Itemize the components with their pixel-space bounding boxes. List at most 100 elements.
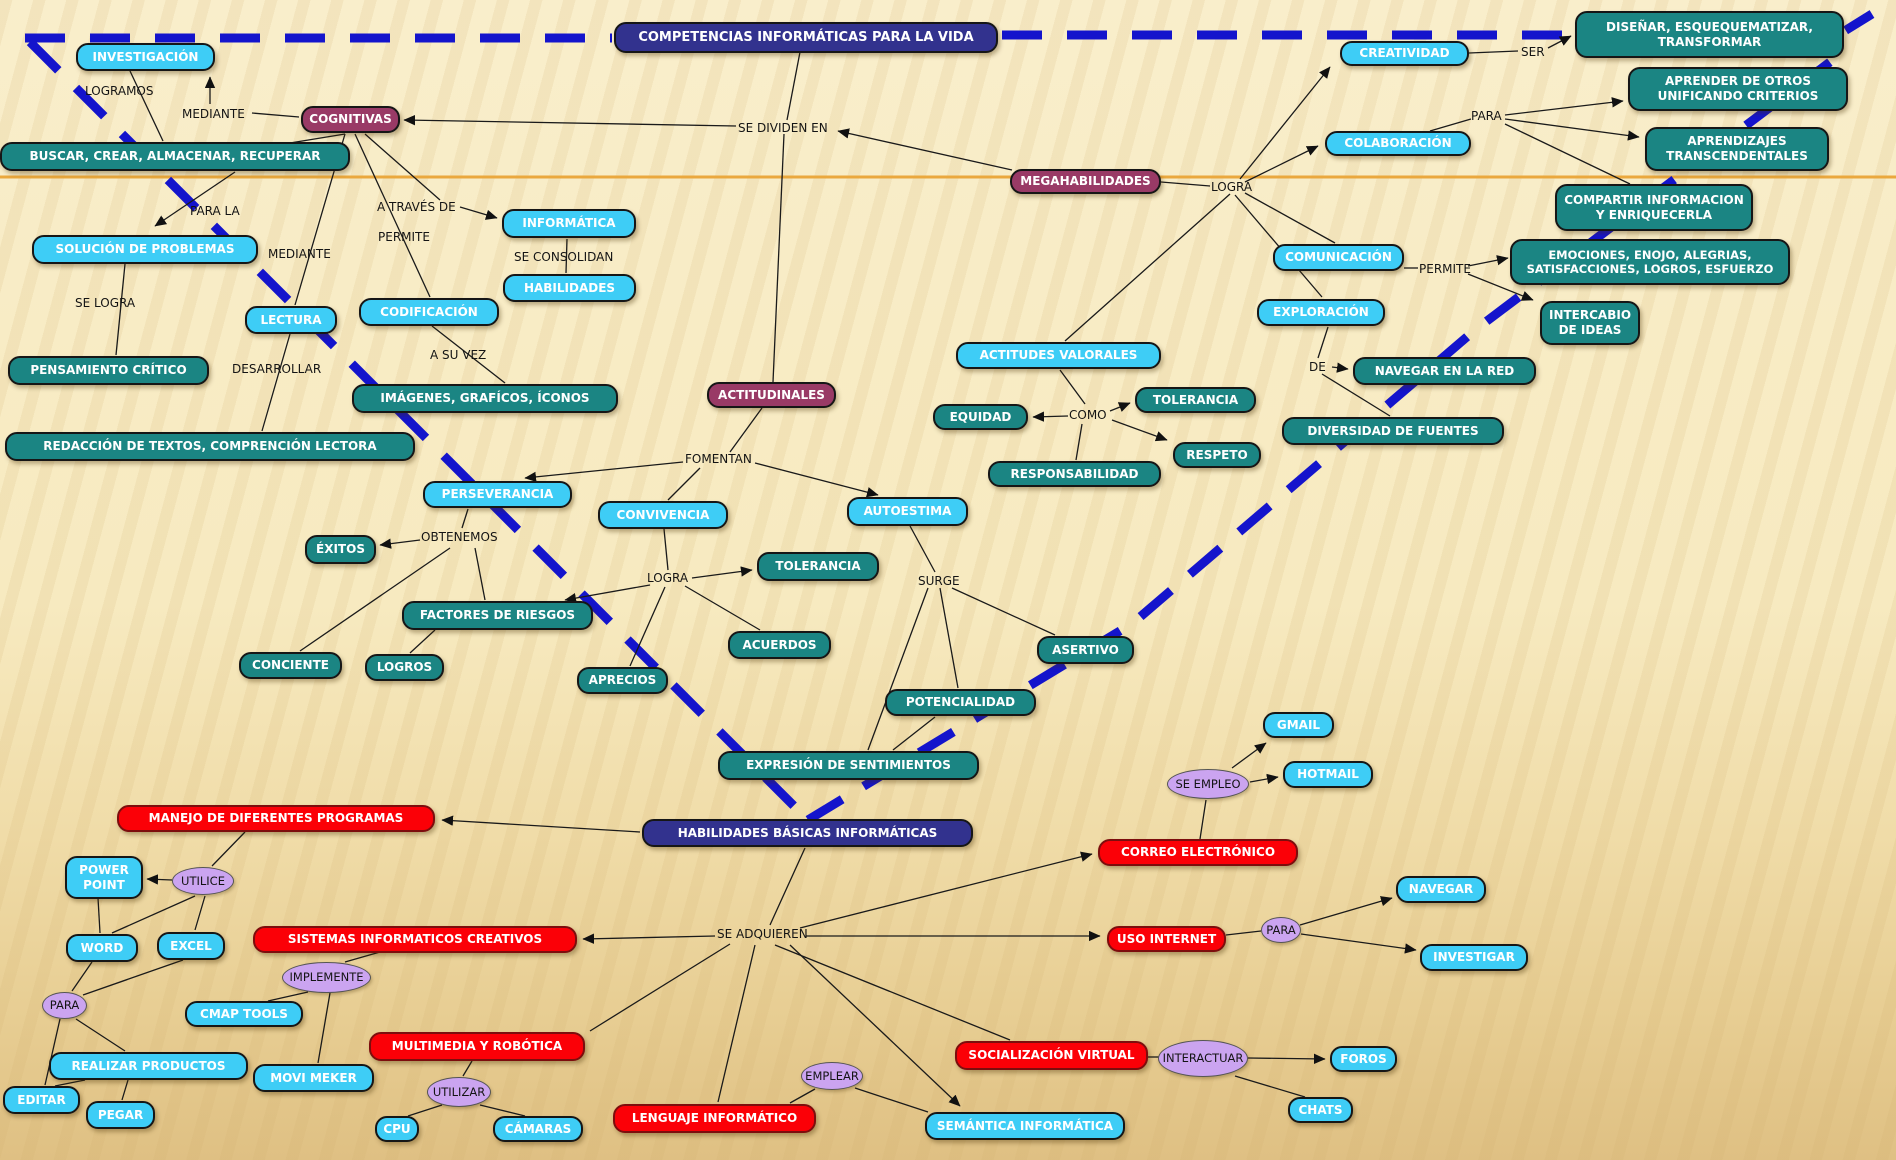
node-word[interactable]: WORD bbox=[66, 934, 138, 962]
node-multimedia-robotica[interactable]: MULTIMEDIA Y ROBÓTICA bbox=[369, 1032, 585, 1061]
node-intercabio-ideas[interactable]: INTERCABIO DE IDEAS bbox=[1540, 301, 1640, 345]
link-label-fomentan: FOMENTAN bbox=[685, 452, 752, 466]
node-acuerdos[interactable]: ACUERDOS bbox=[728, 631, 831, 659]
node-cpu[interactable]: CPU bbox=[375, 1116, 419, 1142]
node-megahabilidades[interactable]: MEGAHABILIDADES bbox=[1010, 169, 1161, 194]
node-redaccion-textos[interactable]: REDACCIÓN DE TEXTOS, COMPRENCIÓN LECTORA bbox=[5, 432, 415, 461]
node-excel[interactable]: EXCEL bbox=[157, 932, 225, 960]
node-navegar[interactable]: NAVEGAR bbox=[1396, 876, 1486, 903]
link-node-implemente[interactable]: IMPLEMENTE bbox=[282, 962, 371, 993]
node-tolerancia-centro[interactable]: TOLERANCIA bbox=[757, 552, 879, 581]
node-manejo-programas[interactable]: MANEJO DE DIFERENTES PROGRAMAS bbox=[117, 805, 435, 832]
link-label-obtenemos: OBTENEMOS bbox=[421, 530, 498, 544]
node-compartir-informacion[interactable]: COMPARTIR INFORMACION Y ENRIQUECERLA bbox=[1555, 184, 1753, 231]
node-informatica[interactable]: INFORMÁTICA bbox=[502, 209, 636, 238]
node-aprecios[interactable]: APRECIOS bbox=[577, 667, 668, 694]
node-aprendizajes[interactable]: APRENDIZAJES TRANSCENDENTALES bbox=[1645, 127, 1829, 171]
node-cmap-tools[interactable]: CMAP TOOLS bbox=[185, 1001, 303, 1027]
node-uso-internet[interactable]: USO INTERNET bbox=[1107, 926, 1226, 952]
node-title[interactable]: COMPETENCIAS INFORMÁTICAS PARA LA VIDA bbox=[614, 22, 998, 53]
link-label-de: DE bbox=[1309, 360, 1326, 374]
link-node-emplear[interactable]: EMPLEAR bbox=[801, 1062, 863, 1090]
link-label-como: COMO bbox=[1069, 408, 1107, 422]
link-label-surge: SURGE bbox=[918, 574, 960, 588]
node-perseverancia[interactable]: PERSEVERANCIA bbox=[423, 481, 572, 508]
node-colaboracion[interactable]: COLABORACIÓN bbox=[1325, 131, 1471, 156]
link-node-para-der[interactable]: PARA bbox=[1261, 917, 1301, 943]
node-movi-meker[interactable]: MOVI MEKER bbox=[253, 1064, 374, 1092]
link-label-a-traves-de: A TRAVÉS DE bbox=[377, 200, 456, 214]
node-expresion-sentimientos[interactable]: EXPRESIÓN DE SENTIMIENTOS bbox=[718, 751, 979, 780]
link-label-para-sup-der: PARA bbox=[1471, 109, 1502, 123]
node-foros[interactable]: FOROS bbox=[1330, 1046, 1397, 1072]
link-label-logra-centro: LOGRA bbox=[647, 571, 689, 585]
node-actitudes-valorales[interactable]: ACTITUDES VALORALES bbox=[956, 342, 1161, 369]
link-node-interactuar[interactable]: INTERACTUAR bbox=[1158, 1040, 1248, 1077]
link-label-se-logra: SE LOGRA bbox=[75, 296, 136, 310]
node-imagenes-graficos[interactable]: IMÁGENES, GRAFÍCOS, ÍCONOS bbox=[352, 384, 618, 413]
node-creatividad[interactable]: CREATIVIDAD bbox=[1340, 41, 1469, 66]
node-aprender-otros[interactable]: APRENDER DE OTROS UNIFICANDO CRITERIOS bbox=[1628, 67, 1848, 111]
node-conciente[interactable]: CONCIENTE bbox=[239, 652, 342, 679]
node-editar[interactable]: EDITAR bbox=[3, 1086, 80, 1114]
node-diversidad-fuentes[interactable]: DIVERSIDAD DE FUENTES bbox=[1282, 417, 1504, 445]
node-actitudinales[interactable]: ACTITUDINALES bbox=[707, 382, 836, 408]
node-asertivo[interactable]: ASERTIVO bbox=[1037, 636, 1134, 664]
node-lectura[interactable]: LECTURA bbox=[245, 306, 337, 334]
node-logros[interactable]: LOGROS bbox=[365, 654, 444, 681]
node-investigar[interactable]: INVESTIGAR bbox=[1420, 944, 1528, 971]
node-lenguaje-informatico[interactable]: LENGUAJE INFORMÁTICO bbox=[613, 1104, 816, 1133]
node-emociones[interactable]: EMOCIONES, ENOJO, ALEGRIAS, SATISFACCION… bbox=[1510, 239, 1790, 285]
node-powerpoint[interactable]: POWER POINT bbox=[65, 856, 143, 899]
node-gmail[interactable]: GMAIL bbox=[1263, 712, 1334, 738]
node-socializacion-virtual[interactable]: SOCIALIZACIÓN VIRTUAL bbox=[955, 1041, 1148, 1070]
node-camaras[interactable]: CÁMARAS bbox=[493, 1116, 583, 1142]
node-cognitivas[interactable]: COGNITIVAS bbox=[301, 106, 400, 133]
node-responsabilidad[interactable]: RESPONSABILIDAD bbox=[988, 461, 1161, 487]
node-habilidades[interactable]: HABILIDADES bbox=[503, 274, 636, 302]
node-autoestima[interactable]: AUTOESTIMA bbox=[847, 497, 968, 526]
node-habilidades-basicas[interactable]: HABILIDADES BÁSICAS INFORMÁTICAS bbox=[642, 819, 973, 847]
node-equidad[interactable]: EQUIDAD bbox=[933, 404, 1028, 430]
link-label-se-consolidan: SE CONSOLIDAN bbox=[514, 250, 614, 264]
link-label-desarrollar: DESARROLLAR bbox=[232, 362, 322, 376]
node-convivencia[interactable]: CONVIVENCIA bbox=[598, 501, 728, 529]
node-correo-electronico[interactable]: CORREO ELECTRÓNICO bbox=[1098, 839, 1298, 866]
link-label-se-dividen-en: SE DIVIDEN EN bbox=[738, 121, 828, 135]
node-navegar-red[interactable]: NAVEGAR EN LA RED bbox=[1353, 357, 1536, 385]
node-sistemas-creativos[interactable]: SISTEMAS INFORMATICOS CREATIVOS bbox=[253, 926, 577, 953]
node-respeto[interactable]: RESPETO bbox=[1173, 442, 1261, 468]
node-potencialidad[interactable]: POTENCIALIDAD bbox=[885, 689, 1036, 716]
link-node-utilizar[interactable]: UTILIZAR bbox=[427, 1077, 491, 1107]
node-buscar-crear[interactable]: BUSCAR, CREAR, ALMACENAR, RECUPERAR bbox=[0, 142, 350, 171]
node-investigacion[interactable]: INVESTIGACIÓN bbox=[76, 43, 215, 71]
node-hotmail[interactable]: HOTMAIL bbox=[1283, 761, 1373, 788]
node-pegar[interactable]: PEGAR bbox=[86, 1101, 155, 1129]
link-label-a-su-vez: A SU VEZ bbox=[430, 348, 487, 362]
node-codificacion[interactable]: CODIFICACIÓN bbox=[359, 298, 499, 326]
link-label-ser: SER bbox=[1521, 45, 1545, 59]
link-label-mediante-2: MEDIANTE bbox=[268, 247, 331, 261]
node-disenar[interactable]: DISEÑAR, ESQUEQUEMATIZAR, TRANSFORMAR bbox=[1575, 11, 1844, 58]
link-label-se-adquieren: SE ADQUIEREN bbox=[717, 927, 808, 941]
link-node-utilice[interactable]: UTILICE bbox=[172, 867, 234, 895]
link-label-logramos: LOGRAMOS bbox=[85, 84, 154, 98]
dashed-triangle-line bbox=[25, 10, 1875, 824]
node-solucion-problemas[interactable]: SOLUCIÓN DE PROBLEMAS bbox=[32, 235, 258, 264]
node-realizar-productos[interactable]: REALIZAR PRODUCTOS bbox=[49, 1052, 248, 1080]
link-label-permite-izq: PERMITE bbox=[378, 230, 430, 244]
node-pensamiento-critico[interactable]: PENSAMIENTO CRÍTICO bbox=[8, 356, 209, 385]
node-chats[interactable]: CHATS bbox=[1288, 1097, 1353, 1123]
node-exploracion[interactable]: EXPLORACIÓN bbox=[1257, 299, 1385, 326]
link-node-para-izq[interactable]: PARA bbox=[42, 992, 87, 1019]
link-label-permite-der: PERMITE bbox=[1419, 262, 1471, 276]
node-tolerancia-derecha[interactable]: TOLERANCIA bbox=[1135, 387, 1256, 413]
node-semantica-informatica[interactable]: SEMÁNTICA INFORMÁTICA bbox=[925, 1112, 1125, 1140]
node-exitos[interactable]: ÉXITOS bbox=[305, 535, 376, 564]
link-label-logra-sup-der: LOGRA bbox=[1211, 180, 1253, 194]
node-factores-riesgos[interactable]: FACTORES DE RIESGOS bbox=[402, 601, 593, 630]
link-node-se-empleo[interactable]: SE EMPLEO bbox=[1167, 769, 1249, 799]
link-label-mediante-1: MEDIANTE bbox=[182, 107, 245, 121]
node-comunicacion[interactable]: COMUNICACIÓN bbox=[1273, 244, 1404, 271]
